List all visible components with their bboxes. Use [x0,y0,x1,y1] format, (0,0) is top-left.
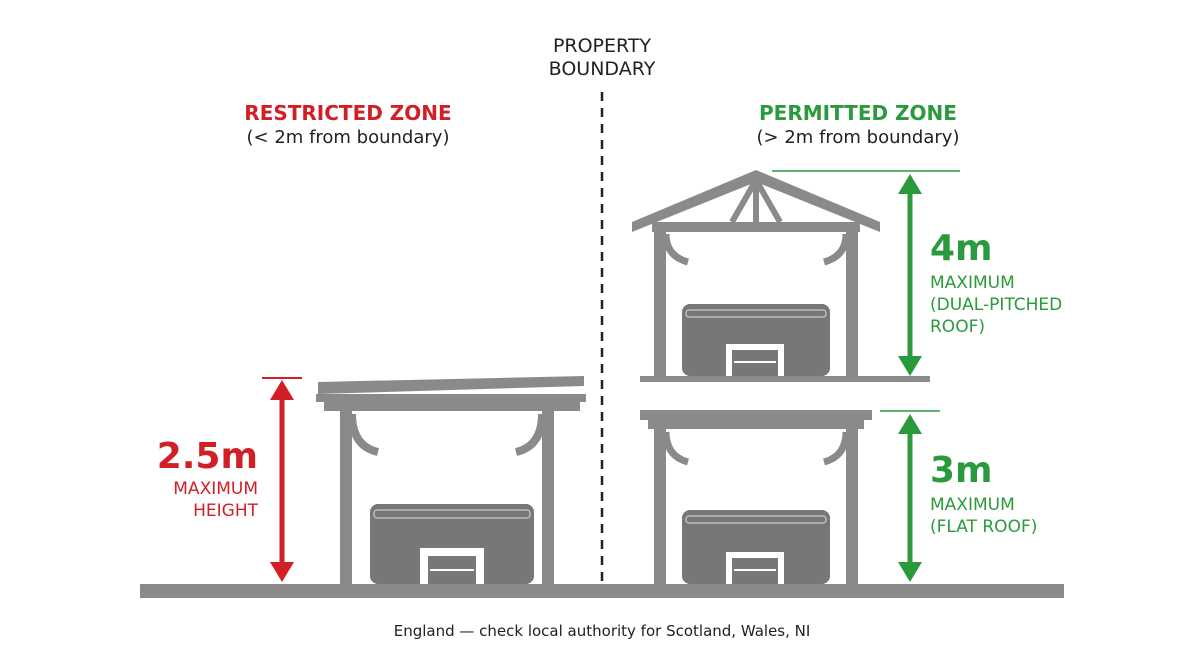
restricted-height-desc-line2: HEIGHT [193,501,258,521]
flat-height-desc-line2: (FLAT ROOF) [930,517,1037,537]
restricted-pergola [316,376,586,584]
permitted-zone-title: PERMITTED ZONE [759,101,957,125]
flat-height-desc-line1: MAXIMUM [930,495,1015,515]
permitted-zone-subtitle: (> 2m from boundary) [757,127,960,148]
restricted-height-desc-line1: MAXIMUM [173,479,258,499]
flat-hot-tub [682,510,830,584]
ground-line [140,584,1064,598]
pitched-roof-pergola [632,170,930,382]
pitched-height-value: 4m [930,228,993,269]
pitched-height-desc-line2: (DUAL-PITCHED [930,295,1062,315]
restricted-zone-title: RESTRICTED ZONE [244,101,451,125]
restricted-height-arrow [262,377,302,582]
flat-roof-pergola [640,410,872,584]
restricted-hot-tub [370,504,534,584]
restricted-height-value: 2.5m [157,436,258,477]
restricted-zone-subtitle: (< 2m from boundary) [247,127,450,148]
footnote: England — check local authority for Scot… [394,622,811,640]
flat-height-value: 3m [930,450,993,491]
pitched-hot-tub [682,304,830,376]
boundary-label-line1: PROPERTY [553,35,652,57]
pitched-height-arrow [772,170,960,376]
pitched-height-desc-line1: MAXIMUM [930,273,1015,293]
flat-height-arrow [880,410,940,582]
pitched-height-desc-line3: ROOF) [930,317,985,337]
boundary-label-line2: BOUNDARY [549,58,656,80]
